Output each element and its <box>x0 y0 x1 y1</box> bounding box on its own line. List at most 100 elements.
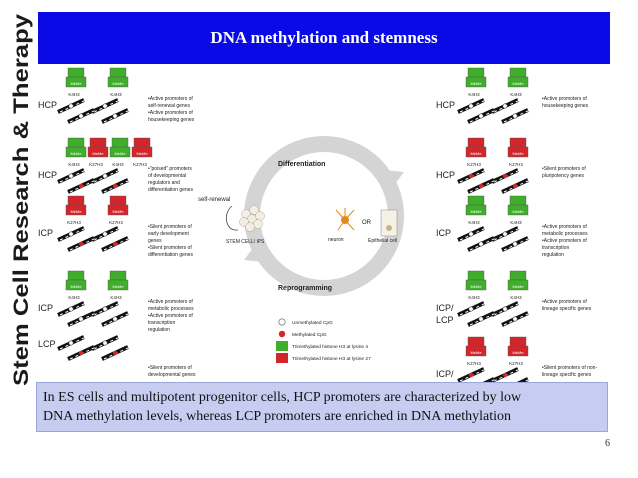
dna-strand <box>467 236 497 252</box>
promoter-class-label: HCP <box>38 170 57 180</box>
unmethylated-cpg-mark <box>468 306 474 312</box>
promoter-class-label: HCP <box>436 100 455 110</box>
histone-box-lower <box>465 76 487 88</box>
methylated-cpg-mark <box>468 173 474 179</box>
histone-box-upper <box>467 137 485 148</box>
k27-histone-icon: MeMe <box>131 137 153 158</box>
left-row-2: MeMeK4H3MeMeK27H3MeMeK4H3MeMeK27H3HCP•"p… <box>38 137 193 194</box>
histone-box-upper <box>467 270 485 281</box>
histone-box-lower <box>465 279 487 291</box>
promoter-class-label-2: LCP <box>436 315 454 325</box>
histone-methyl-label: MeMe <box>92 151 104 156</box>
histone-box-lower <box>507 204 529 216</box>
histone-mark-label: K4H3 <box>510 92 522 97</box>
neuron-dendrite <box>344 219 355 231</box>
dna-strand <box>101 311 131 327</box>
dna-strand-line <box>516 377 529 382</box>
dna-strand <box>57 335 87 351</box>
dna-strand <box>67 311 97 327</box>
methylated-cpg-mark <box>112 241 118 247</box>
histone-box-upper <box>467 336 485 347</box>
promoter-note: transcription <box>148 320 175 326</box>
methylated-cpg-mark <box>78 241 84 247</box>
dna-strand <box>457 367 487 382</box>
promoter-note: metabolic processes <box>148 306 194 312</box>
dna-strand <box>491 301 521 317</box>
k4-histone-icon: MeMe <box>107 67 129 88</box>
k4-histone-icon: MeMe <box>507 195 529 216</box>
stem-cell-blob <box>255 211 265 221</box>
title-bar: DNA methylation and stemness <box>38 12 610 64</box>
caption-line-1: In ES cells and multipotent progenitor c… <box>43 390 522 405</box>
methylated-cpg-mark <box>502 372 508 378</box>
k27-histone-icon: MeMe <box>507 336 529 357</box>
promoter-note: regulation <box>148 327 170 333</box>
k27-histone-icon: MeMe <box>65 195 87 216</box>
k27-trimethylation-icon <box>276 353 288 363</box>
histone-box-lower <box>465 345 487 357</box>
promoter-note: lineage specific genes <box>542 306 592 312</box>
histone-mark-label: K4H3 <box>510 220 522 225</box>
histone-mark-label: K27H3 <box>509 162 523 167</box>
histone-mark-label: K4H3 <box>68 92 80 97</box>
histone-methyl-label: MeMe <box>470 151 482 156</box>
dna-strand <box>457 226 487 242</box>
unmethylated-cpg-mark <box>112 316 118 322</box>
promoter-note: early development <box>148 231 189 237</box>
reprogramming-label: Reprogramming <box>278 285 332 292</box>
promoter-note: •Silent promoters of <box>542 166 586 172</box>
promoter-note: •Silent promoters of <box>148 245 192 251</box>
histone-mark-label: K4H3 <box>110 295 122 300</box>
unmethylated-cpg-mark <box>68 306 74 312</box>
dna-strand <box>491 367 521 382</box>
histone-methyl-label: MeMe <box>112 81 124 86</box>
unmethylated-cpg-mark <box>468 231 474 237</box>
histone-box-lower <box>65 279 87 291</box>
histone-box-lower <box>107 76 129 88</box>
unmethylated-cpg-mark <box>68 340 74 346</box>
unmethylated-cpg-mark <box>102 103 108 109</box>
dna-strand <box>501 178 531 194</box>
unmethylated-cpg-mark <box>502 306 508 312</box>
stem-cell-blob <box>249 205 259 215</box>
dna-strand <box>457 168 487 184</box>
promoter-class-label: ICP <box>436 228 451 238</box>
unmethylated-cpg-mark <box>102 173 108 179</box>
dna-strand <box>457 301 487 317</box>
histone-box-lower <box>107 279 129 291</box>
epithelial-cell-icon <box>380 209 398 237</box>
dna-strand <box>57 226 87 242</box>
histone-box-lower <box>65 204 87 216</box>
neuron-dendrite <box>335 209 346 221</box>
k4-histone-icon: MeMe <box>507 270 529 291</box>
k4-histone-icon: MeMe <box>465 195 487 216</box>
neuron-dendrite <box>344 209 355 221</box>
k27-histone-icon: MeMe <box>87 137 109 158</box>
page-number: 6 <box>605 438 610 449</box>
cycle-diagram: DifferentiationReprogrammingself-renewal… <box>198 136 404 296</box>
histone-methyl-label: MeMe <box>512 209 524 214</box>
neuron-dendrite <box>337 219 346 231</box>
histone-methyl-label: MeMe <box>512 151 524 156</box>
histone-methyl-label: MeMe <box>70 284 82 289</box>
dna-strand <box>101 108 131 124</box>
dna-strand <box>491 98 521 114</box>
unmethylated-cpg-mark <box>478 113 484 119</box>
dna-strand <box>467 178 497 194</box>
histone-mark-label: K27H3 <box>509 361 523 366</box>
histone-box-upper <box>109 270 127 281</box>
promoter-note: transcription <box>542 245 569 251</box>
histone-methyl-label: MeMe <box>70 209 82 214</box>
journal-sidebar: Stem Cell Research & Therapy <box>0 0 36 432</box>
unmethylated-cpg-mark <box>68 173 74 179</box>
histone-box-upper <box>111 137 129 148</box>
promoter-note: housekeeping genes <box>542 103 589 109</box>
methylated-cpg-mark <box>78 183 84 189</box>
promoter-note: differentiation genes <box>148 252 193 258</box>
promoter-note: •Active promoters of <box>542 96 587 102</box>
histone-mark-label: K4H3 <box>110 92 122 97</box>
histone-box-lower <box>465 146 487 158</box>
